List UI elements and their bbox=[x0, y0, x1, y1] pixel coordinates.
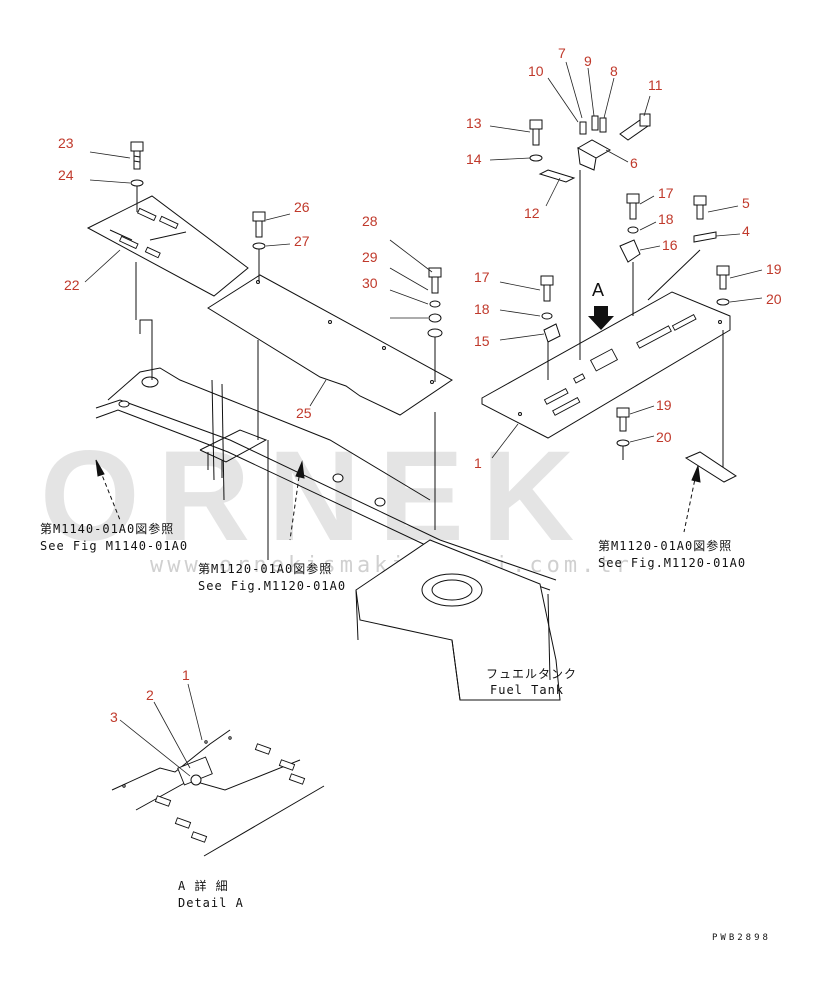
callout-16: 16 bbox=[662, 237, 678, 253]
leader-lines bbox=[84, 61, 763, 777]
watermark-brand: ORNEK bbox=[40, 425, 592, 568]
washer-23 bbox=[130, 179, 144, 187]
frame-rails bbox=[95, 262, 557, 591]
callout-4: 4 bbox=[742, 223, 750, 239]
fuel-tank bbox=[355, 539, 561, 701]
washer-30b bbox=[427, 328, 443, 338]
ref-left-jp: 第M1140-01A0図参照 bbox=[40, 521, 174, 536]
callout-26: 27 bbox=[294, 233, 310, 249]
callout-29: 30 bbox=[362, 275, 378, 291]
bolt-27 bbox=[428, 267, 442, 294]
callout-11: 11 bbox=[648, 77, 663, 93]
callout-20b: 20 bbox=[656, 429, 672, 445]
middle-plate bbox=[207, 274, 453, 416]
watermark: ORNEK www.ornekismakinalari.com.tr bbox=[40, 425, 629, 578]
ref-right-en: See Fig.M1120-01A0 bbox=[598, 556, 746, 570]
bolt-5 bbox=[693, 195, 707, 220]
washer-18b bbox=[541, 312, 553, 320]
callout-28: 29 bbox=[362, 249, 378, 265]
washer-18a bbox=[627, 226, 639, 234]
washer-30 bbox=[428, 313, 442, 323]
bolt-19a bbox=[716, 265, 730, 290]
callout-15: 15 bbox=[474, 333, 490, 349]
callout-6: 6 bbox=[630, 155, 638, 171]
callout-25: 26 bbox=[294, 199, 310, 215]
callout-9: 9 bbox=[584, 53, 592, 69]
callout-18b: 18 bbox=[474, 301, 490, 317]
callout-1-detail: 1 bbox=[182, 667, 190, 683]
reference-arrows bbox=[95, 459, 701, 541]
callout-10: 10 bbox=[528, 63, 544, 79]
washer-26 bbox=[252, 242, 266, 250]
clip-16 bbox=[619, 239, 641, 263]
callout-18a: 18 bbox=[658, 211, 674, 227]
callout-27: 28 bbox=[362, 213, 378, 229]
callout-22: 23 bbox=[58, 135, 74, 151]
bolt-22 bbox=[130, 141, 144, 170]
bolt-25 bbox=[252, 211, 266, 238]
right-bracket bbox=[684, 451, 737, 483]
callout-24: 25 bbox=[296, 405, 312, 421]
callout-17b: 17 bbox=[474, 269, 490, 285]
washer-14 bbox=[529, 154, 543, 162]
callout-7: 7 bbox=[558, 45, 566, 61]
callout-labels: 23 24 22 26 27 28 29 30 25 1 13 14 12 6 … bbox=[58, 45, 782, 725]
washer-20a bbox=[716, 298, 730, 306]
callout-23: 24 bbox=[58, 167, 74, 183]
captions: 第M1140-01A0図参照 See Fig M1140-01A0 第M1120… bbox=[40, 521, 771, 943]
washer-29 bbox=[429, 300, 441, 308]
callout-5: 5 bbox=[742, 195, 750, 211]
callout-14: 14 bbox=[466, 151, 482, 167]
washer-20b bbox=[616, 439, 630, 447]
detail-a-drawing bbox=[111, 729, 325, 857]
view-a-label: A bbox=[592, 280, 604, 300]
callout-19b: 19 bbox=[656, 397, 672, 413]
bracket-assembly bbox=[538, 113, 651, 360]
callout-12: 12 bbox=[524, 205, 540, 221]
callout-20a: 20 bbox=[766, 291, 782, 307]
detail-a-jp: A 詳 細 bbox=[178, 878, 229, 893]
clip-15 bbox=[543, 323, 561, 343]
bolt-17a bbox=[626, 193, 640, 220]
ref-right-jp: 第M1120-01A0図参照 bbox=[598, 538, 732, 553]
callout-21: 22 bbox=[64, 277, 80, 293]
callout-2: 2 bbox=[146, 687, 154, 703]
drawing-code: PWB2898 bbox=[712, 933, 771, 943]
strip-4 bbox=[693, 231, 717, 243]
callout-8: 8 bbox=[610, 63, 618, 79]
callout-17a: 17 bbox=[658, 185, 674, 201]
callout-19a: 19 bbox=[766, 261, 782, 277]
view-a-arrow bbox=[588, 306, 614, 330]
ref-middle-jp: 第M1120-01A0図参照 bbox=[198, 561, 332, 576]
ref-left-en: See Fig M1140-01A0 bbox=[40, 539, 188, 553]
fuel-tank-jp: フュエルタンク bbox=[486, 667, 577, 681]
callout-13: 13 bbox=[466, 115, 482, 131]
bolt-19b bbox=[616, 407, 630, 432]
bolt-17b bbox=[540, 275, 554, 302]
bolt-13 bbox=[529, 119, 543, 146]
callout-1: 1 bbox=[474, 455, 482, 471]
left-cover-plate bbox=[86, 195, 249, 297]
right-cover-plate bbox=[481, 291, 731, 439]
detail-a-en: Detail A bbox=[178, 896, 244, 910]
ref-middle-en: See Fig.M1120-01A0 bbox=[198, 579, 346, 593]
fuel-tank-en: Fuel Tank bbox=[490, 683, 564, 697]
callout-3: 3 bbox=[110, 709, 118, 725]
